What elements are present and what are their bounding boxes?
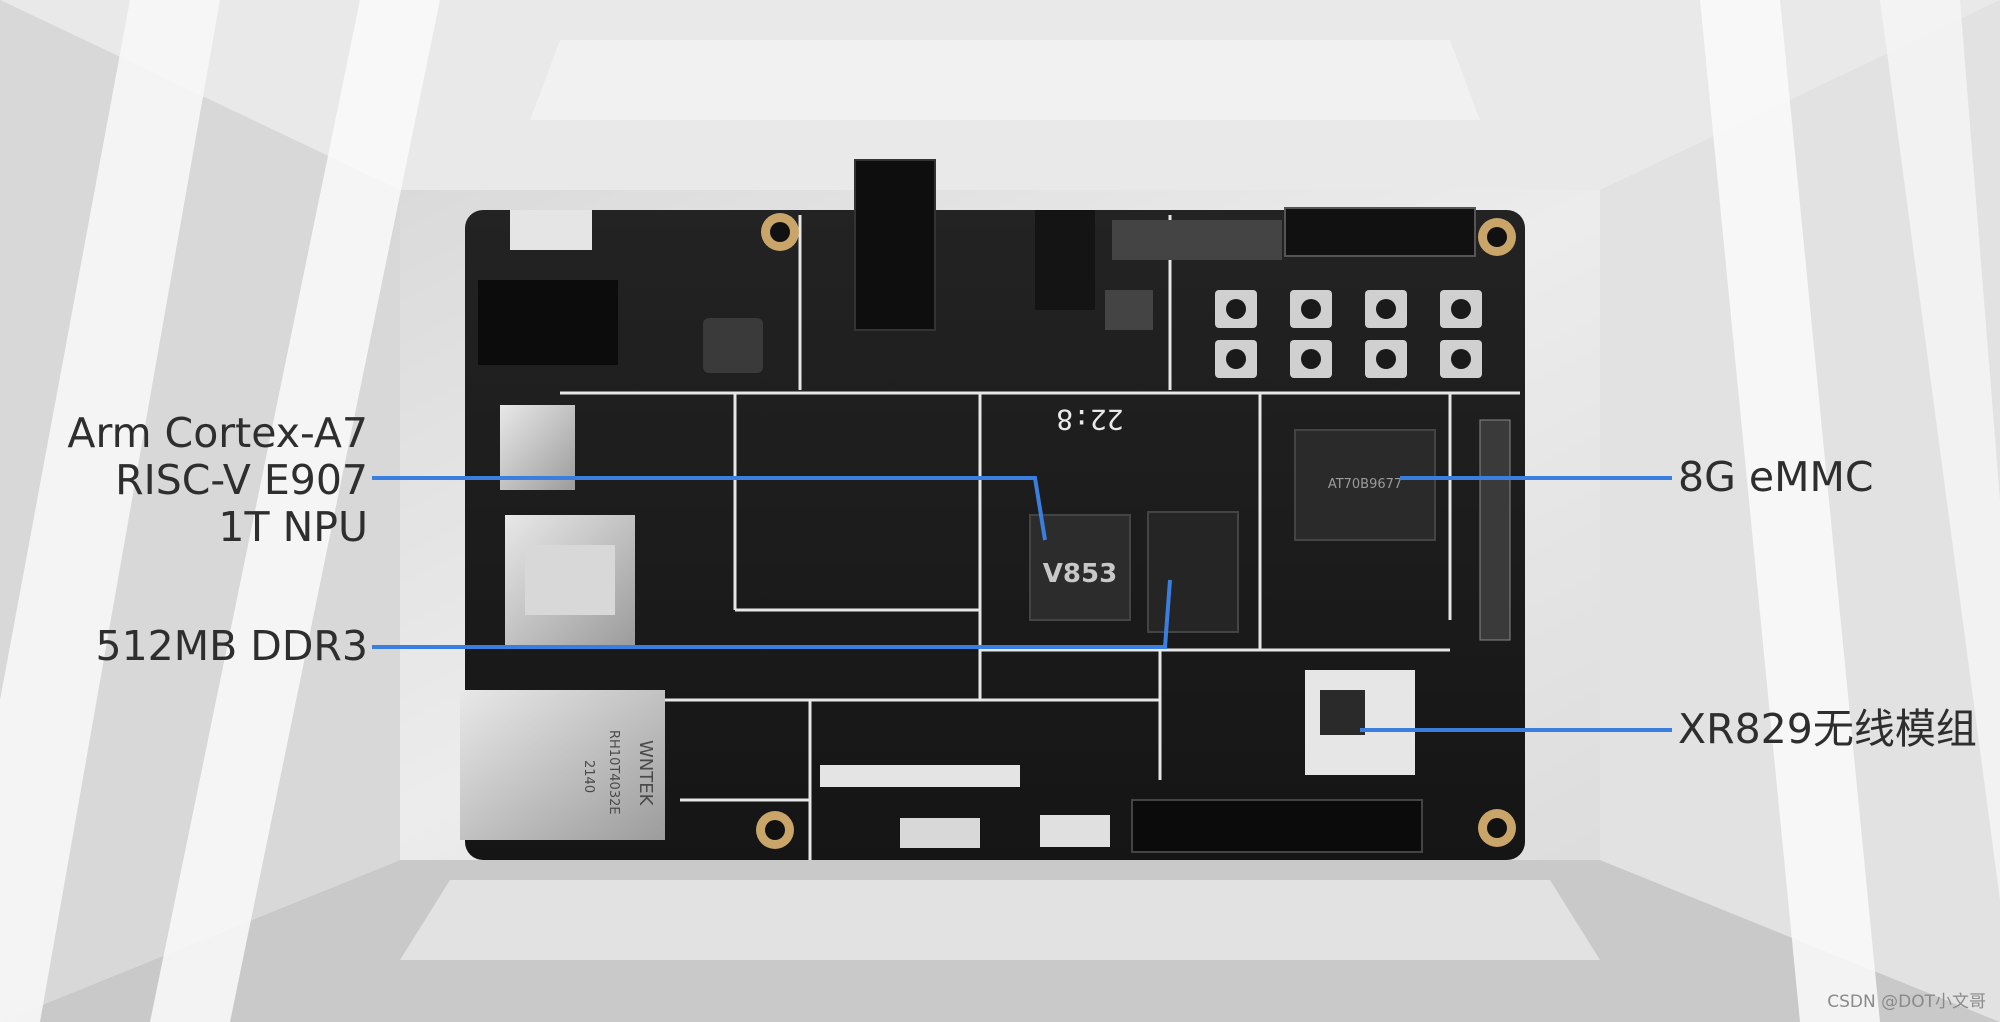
soc-chip: [1029, 514, 1131, 621]
callout-emmc: 8G eMMC: [1678, 453, 1874, 501]
callout-lines: [372, 476, 1672, 732]
ethernet-jack-label: WNTEK: [635, 740, 656, 807]
soc-label: V853: [1043, 559, 1117, 589]
ddr-chip: [1147, 511, 1239, 633]
svg-text:2140: 2140: [581, 760, 596, 793]
mounting-holes: [756, 213, 1516, 849]
callout-wireless: XR829无线模组: [1678, 705, 1977, 753]
watermark: CSDN @DOT小文哥: [1827, 992, 1986, 1012]
emmc-chip: [1294, 429, 1436, 541]
display-digits: 22:8: [1056, 403, 1123, 436]
ethernet-jack: [460, 690, 665, 840]
dev-board: WNTEK RH10T4032E 2140 V853 AT70B9677 22:…: [460, 159, 1525, 860]
svg-text:AT70B9677: AT70B9677: [1328, 477, 1402, 492]
callout-soc-cores: Arm Cortex-A7 RISC-V E907 1T NPU: [67, 409, 368, 551]
callout-ddr: 512MB DDR3: [95, 622, 368, 670]
svg-text:RH10T4032E: RH10T4032E: [606, 730, 621, 815]
